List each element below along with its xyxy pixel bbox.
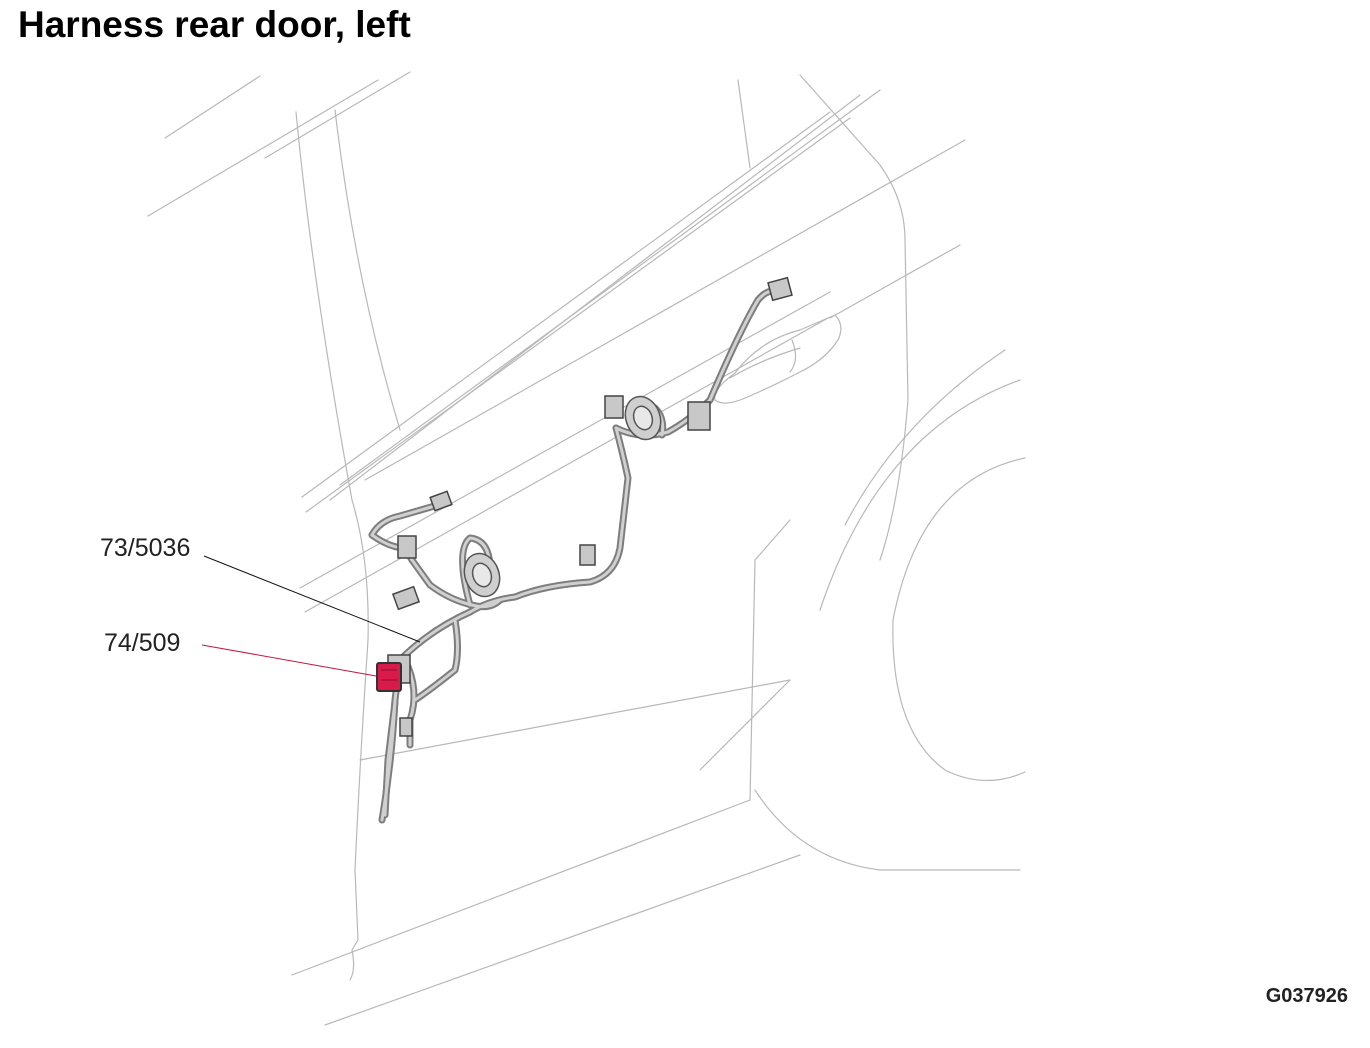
highlighted-connector [376,662,402,692]
wiring-harness [368,287,782,824]
grommets [463,395,662,598]
leader-line-73-5036 [203,555,421,643]
diagram-title: Harness rear door, left [18,4,411,45]
figure-code: G037926 [1265,985,1348,1007]
leader-lines [201,555,421,677]
car-body-outline [147,71,1026,1026]
callout-73-5036: 73/5036 [100,534,191,562]
leader-line-74-509 [201,644,377,677]
callout-74-509: 74/509 [104,629,181,657]
